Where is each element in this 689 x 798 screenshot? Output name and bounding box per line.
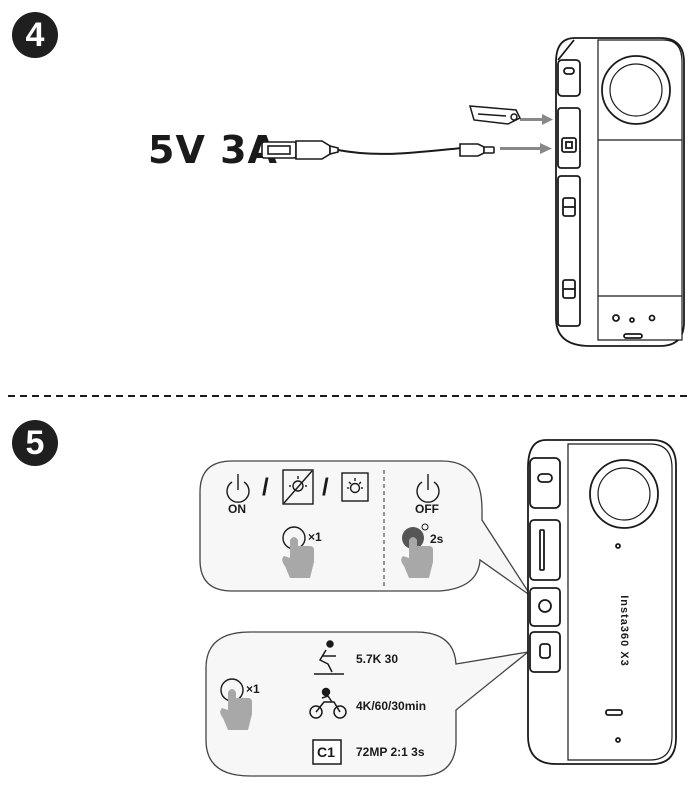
light-on-icon	[341, 472, 369, 502]
mode-label: 72MP 2:1 3s	[356, 745, 425, 759]
mode-label: 5.7K 30	[356, 652, 399, 666]
port-cover	[468, 105, 522, 125]
power-icon	[226, 474, 250, 503]
mode-panel	[205, 631, 531, 777]
power-spec-label: 5V 3A	[148, 128, 278, 172]
hold-duration-label: 2s	[430, 532, 444, 546]
insert-arrows	[500, 114, 553, 154]
press-once-label: ×1	[308, 530, 322, 544]
step-4-badge: 4	[12, 12, 58, 58]
hold-hand-icon	[401, 523, 433, 578]
power-off-label: OFF	[415, 502, 439, 516]
custom-mode-icon	[312, 739, 342, 765]
separator-text: /	[322, 474, 329, 501]
tap-hand-icon	[282, 526, 314, 578]
custom-mode-icon-text: C1	[317, 744, 335, 760]
power-panel	[199, 460, 532, 597]
motorcycle-icon	[309, 687, 347, 719]
press-once-label: ×1	[246, 682, 260, 696]
mode-label: 4K/60/30min	[356, 699, 427, 713]
separator-text: /	[262, 474, 269, 501]
camera-front-view	[527, 439, 677, 765]
light-off-icon	[282, 469, 314, 505]
tap-hand-icon	[220, 678, 252, 730]
power-on-label: ON	[228, 502, 246, 516]
camera-side-view	[555, 37, 685, 347]
power-icon	[416, 474, 440, 503]
cyclist-icon	[314, 640, 344, 675]
usb-cable	[261, 140, 495, 160]
camera-brand-label: Insta360 X3	[617, 595, 630, 667]
step-5-badge: 5	[12, 420, 58, 466]
